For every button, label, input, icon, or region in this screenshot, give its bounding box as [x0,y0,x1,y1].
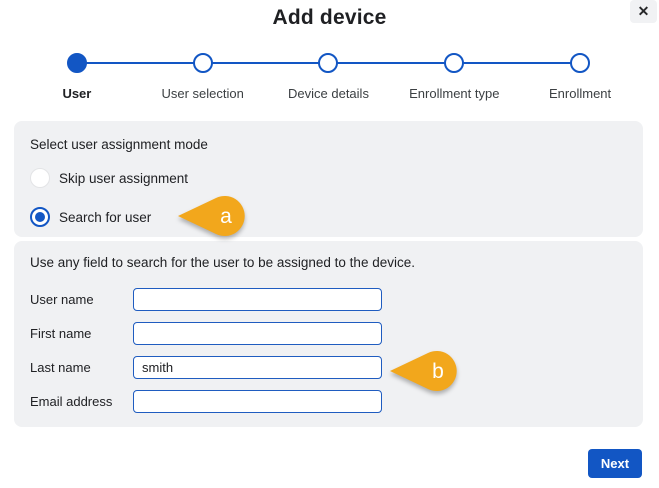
first-name-label: First name [30,326,92,341]
last-name-input[interactable] [133,356,382,379]
step-label: User [62,86,92,101]
form-row-email-address: Email address [30,390,627,413]
step-enrollment-type: Enrollment type [391,53,517,101]
form-row-first-name: First name [30,322,627,345]
radio-label: Search for user [59,209,152,225]
first-name-input[interactable] [133,322,382,345]
step-label: Device details [288,86,369,101]
assignment-heading: Select user assignment mode [30,137,208,152]
step-circle-outline-icon [570,53,591,73]
step-circle-outline-icon [444,53,465,73]
next-button[interactable]: Next [588,449,642,478]
step-label: Enrollment [549,86,612,101]
step-device-details: Device details [266,53,392,101]
radio-skip-user-assignment[interactable]: Skip user assignment [30,168,627,188]
step-circle-outline-icon [318,53,339,73]
user-search-panel: Use any field to search for the user to … [14,241,643,427]
step-user-selection: User selection [140,53,266,101]
email-address-input[interactable] [133,390,382,413]
wizard-stepper: User User selection Device details Enrol… [14,53,643,101]
assignment-radio-group: Skip user assignment Search for user [30,168,627,227]
radio-selected-icon [30,207,50,227]
close-icon: ✕ [637,3,650,19]
radio-unselected-icon [30,168,50,188]
radio-label: Skip user assignment [59,170,189,186]
step-user: User [14,53,140,101]
form-row-user-name: User name [30,288,627,311]
email-address-label: Email address [30,394,113,409]
step-label: Enrollment type [409,86,500,101]
close-button[interactable]: ✕ [630,0,657,23]
step-circle-outline-icon [192,53,213,73]
step-enrollment: Enrollment [517,53,643,101]
form-row-last-name: Last name [30,356,627,379]
user-assignment-panel: Select user assignment mode Skip user as… [14,121,643,237]
step-circle-filled-icon [66,53,87,73]
search-form: User name First name Last name Email add… [30,288,627,413]
radio-search-for-user[interactable]: Search for user [30,207,627,227]
search-instruction: Use any field to search for the user to … [30,255,415,270]
user-name-input[interactable] [133,288,382,311]
user-name-label: User name [30,292,94,307]
last-name-label: Last name [30,360,91,375]
dialog-title: Add device [272,6,387,29]
step-label: User selection [161,86,244,101]
